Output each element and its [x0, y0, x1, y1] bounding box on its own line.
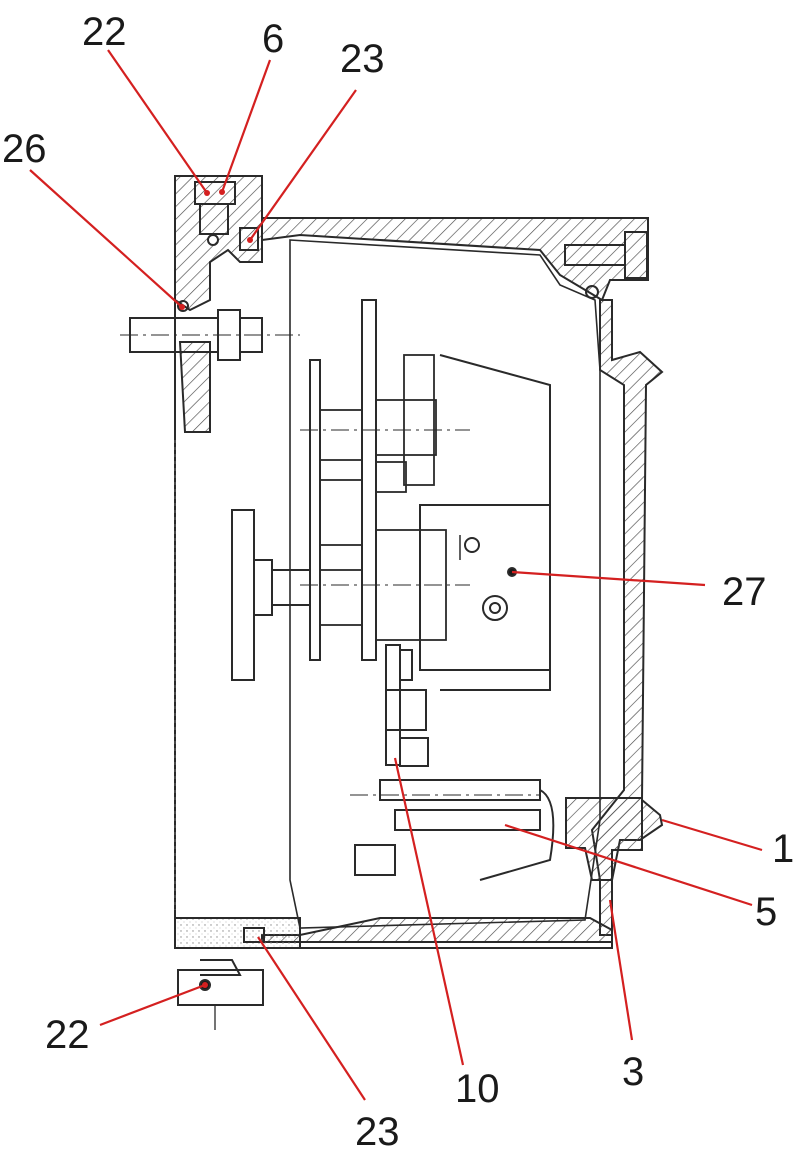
lower-right-boss	[565, 797, 643, 881]
lever-assembly	[385, 644, 429, 767]
top-right-bolt	[564, 231, 648, 299]
inner-cavity	[289, 239, 601, 929]
leader-1	[661, 818, 763, 852]
callout-3: 3	[622, 1050, 644, 1094]
gear-plate-b	[361, 299, 377, 661]
leader-lines	[29, 49, 763, 1101]
callout-23-bottom: 23	[355, 1110, 400, 1154]
gear-stack	[300, 354, 470, 641]
callout-22-top: 22	[82, 10, 127, 54]
leader-5	[504, 823, 753, 907]
bottom-left-base	[174, 917, 301, 949]
bottom-left-bolt	[177, 927, 265, 1030]
indicator-plate	[419, 354, 551, 691]
leader-22-bottom	[99, 983, 206, 1027]
callout-10: 10	[455, 1067, 500, 1111]
handwheel	[231, 509, 255, 681]
leader-27	[511, 570, 706, 587]
leader-10	[393, 757, 465, 1066]
callout-1: 1	[772, 827, 794, 871]
gear-plate-a	[309, 359, 321, 661]
callout-22-bottom: 22	[45, 1013, 90, 1057]
spring-clip	[350, 779, 555, 881]
leader-22-top	[107, 49, 208, 194]
leader-3	[608, 899, 634, 1041]
callout-26: 26	[2, 127, 47, 171]
leader-6	[220, 59, 272, 193]
leader-26	[29, 169, 183, 308]
housing-bottom-wall	[261, 917, 613, 943]
callout-5: 5	[755, 890, 777, 934]
top-left-bolt	[177, 181, 259, 312]
callout-23-top: 23	[340, 37, 385, 81]
callout-6: 6	[262, 17, 284, 61]
left-lower-flange	[178, 341, 211, 433]
housing-top-wall	[261, 217, 649, 302]
leader-23-bottom	[257, 936, 366, 1101]
callout-27: 27	[722, 570, 767, 614]
leader-23-top	[249, 89, 357, 241]
top-left-flange	[174, 175, 263, 312]
